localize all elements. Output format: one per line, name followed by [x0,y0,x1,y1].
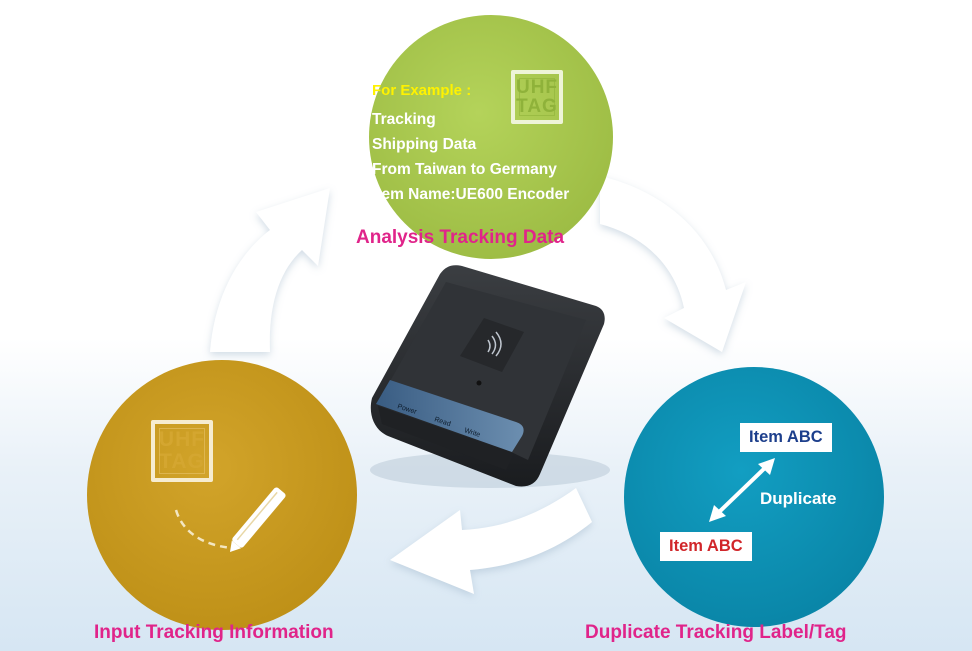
arrow-up-left [210,188,330,352]
caption-analysis: Analysis Tracking Data [356,227,565,248]
writing-dashed-line [174,509,233,550]
duplicate-label: Duplicate [760,489,837,508]
led-label-write: Write [463,427,481,439]
example-heading: For Example : [372,82,472,99]
example-line-3: From Taiwan to Germany [372,161,557,178]
item-label-top: Item ABC [740,423,832,452]
led-label-read: Read [433,416,451,428]
example-line-2: Shipping Data [372,136,477,153]
example-line-4: Item Name:UE600 Encoder [372,186,570,203]
green-circle [369,15,613,259]
uhf-tag-text-line1: UHF [158,428,206,451]
arrow-left-bottom [390,488,592,594]
uhf-tag-text-line2: TAG [159,450,205,473]
caption-duplicate: Duplicate Tracking Label/Tag [585,622,847,643]
duplicate-double-arrow [709,458,775,522]
item-label-bottom: Item ABC [660,532,752,561]
uhf-tag-inner-frame [519,78,555,116]
gold-circle [87,360,357,630]
pen-graphic [230,487,286,552]
uhf-tag-text-line2: TAG [516,96,558,117]
arrow-down-right [600,176,746,352]
blue-circle [624,367,884,627]
uhf-tag-text-line1: UHF [515,77,559,98]
uhf-tag-icon-gold: UHF TAG [151,420,213,482]
uhf-tag-inner-frame [159,428,205,474]
example-line-1: Tracking [372,111,436,128]
rfid-reader-device: Power Read Write [370,265,610,488]
caption-input: Input Tracking Information [94,622,334,643]
uhf-tag-icon-green: UHF TAG [511,70,563,124]
